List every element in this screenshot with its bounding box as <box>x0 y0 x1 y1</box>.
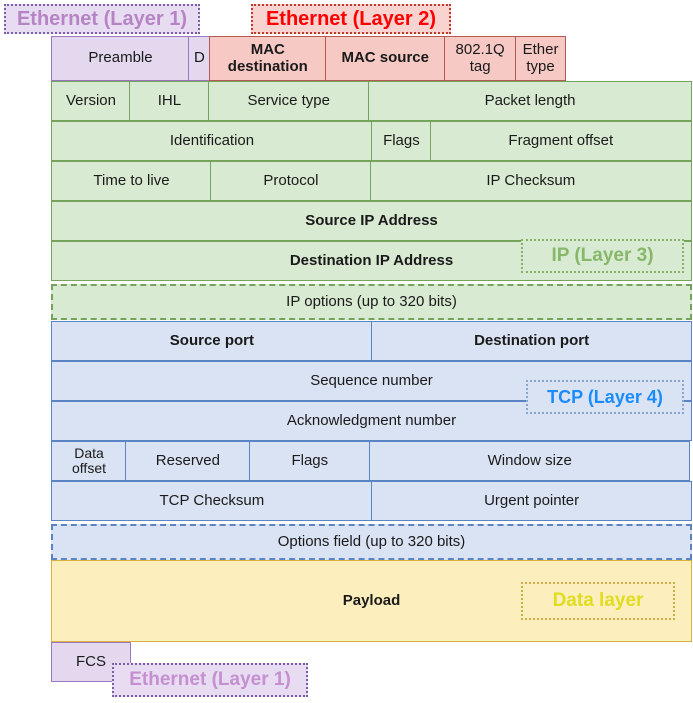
badge-data-layer: Data layer <box>521 582 675 620</box>
field-mac-source: MAC source <box>325 36 446 81</box>
tcp-header-row-1: Source port Destination port <box>51 321 692 361</box>
badge-ethernet-layer1-bottom: Ethernet (Layer 1) <box>112 663 308 697</box>
badge-tcp-layer4-label: TCP (Layer 4) <box>547 386 663 407</box>
field-ihl: IHL <box>129 81 210 121</box>
field-ip-flags: Flags <box>371 121 432 161</box>
ip-header-row-2: Identification Flags Fragment offset <box>51 121 692 161</box>
badge-ethernet-layer2-label: Ethernet (Layer 2) <box>265 7 437 30</box>
badge-ip-layer3: IP (Layer 3) <box>521 239 684 273</box>
badge-ip-layer3-label: IP (Layer 3) <box>551 245 654 266</box>
field-ethertype: Ether type <box>515 36 567 81</box>
field-preamble: Preamble <box>51 36 190 81</box>
field-packet-length: Packet length <box>368 81 692 121</box>
field-data-offset: Data offset <box>51 441 127 481</box>
field-sfd: D <box>188 36 211 81</box>
field-ip-checksum: IP Checksum <box>369 161 692 201</box>
tcp-header-row-3: Acknowledgment number <box>51 401 692 441</box>
ethernet-header-row: Preamble D MAC destination MAC source 80… <box>51 36 570 81</box>
badge-data-layer-label: Data layer <box>552 590 644 611</box>
field-source-ip-address: Source IP Address <box>51 201 692 241</box>
tcp-header-row-4: Data offset Reserved Flags Window size <box>51 441 692 481</box>
field-window-size: Window size <box>369 441 691 481</box>
ip-header-row-1: Version IHL Service type Packet length <box>51 81 692 121</box>
tcp-options-row: Options field (up to 320 bits) <box>51 524 692 560</box>
badge-ethernet-layer1-top-label: Ethernet (Layer 1) <box>16 7 188 30</box>
field-tcp-options: Options field (up to 320 bits) <box>51 524 692 560</box>
field-urgent-pointer: Urgent pointer <box>371 481 692 521</box>
field-vlan-tag: 802.1Q tag <box>443 36 517 81</box>
ip-header-row-3: Time to live Protocol IP Checksum <box>51 161 692 201</box>
field-service-type: Service type <box>207 81 370 121</box>
field-ip-options: IP options (up to 320 bits) <box>51 284 692 320</box>
field-time-to-live: Time to live <box>51 161 212 201</box>
field-fragment-offset: Fragment offset <box>429 121 692 161</box>
ip-header-row-4: Source IP Address <box>51 201 692 241</box>
badge-tcp-layer4: TCP (Layer 4) <box>526 380 684 414</box>
field-tcp-checksum: TCP Checksum <box>51 481 373 521</box>
field-protocol: Protocol <box>210 161 372 201</box>
badge-ethernet-layer1-top: Ethernet (Layer 1) <box>4 4 200 34</box>
tcp-header-row-5: TCP Checksum Urgent pointer <box>51 481 692 521</box>
badge-ethernet-layer1-bottom-label: Ethernet (Layer 1) <box>129 669 291 690</box>
field-reserved: Reserved <box>125 441 251 481</box>
field-acknowledgment-number: Acknowledgment number <box>51 401 692 441</box>
field-tcp-flags: Flags <box>248 441 371 481</box>
field-destination-port: Destination port <box>371 321 692 361</box>
field-mac-destination: MAC destination <box>208 36 327 81</box>
field-version: Version <box>51 81 131 121</box>
ip-options-row: IP options (up to 320 bits) <box>51 284 692 320</box>
badge-ethernet-layer2: Ethernet (Layer 2) <box>251 4 451 34</box>
field-source-port: Source port <box>51 321 373 361</box>
field-identification: Identification <box>51 121 373 161</box>
